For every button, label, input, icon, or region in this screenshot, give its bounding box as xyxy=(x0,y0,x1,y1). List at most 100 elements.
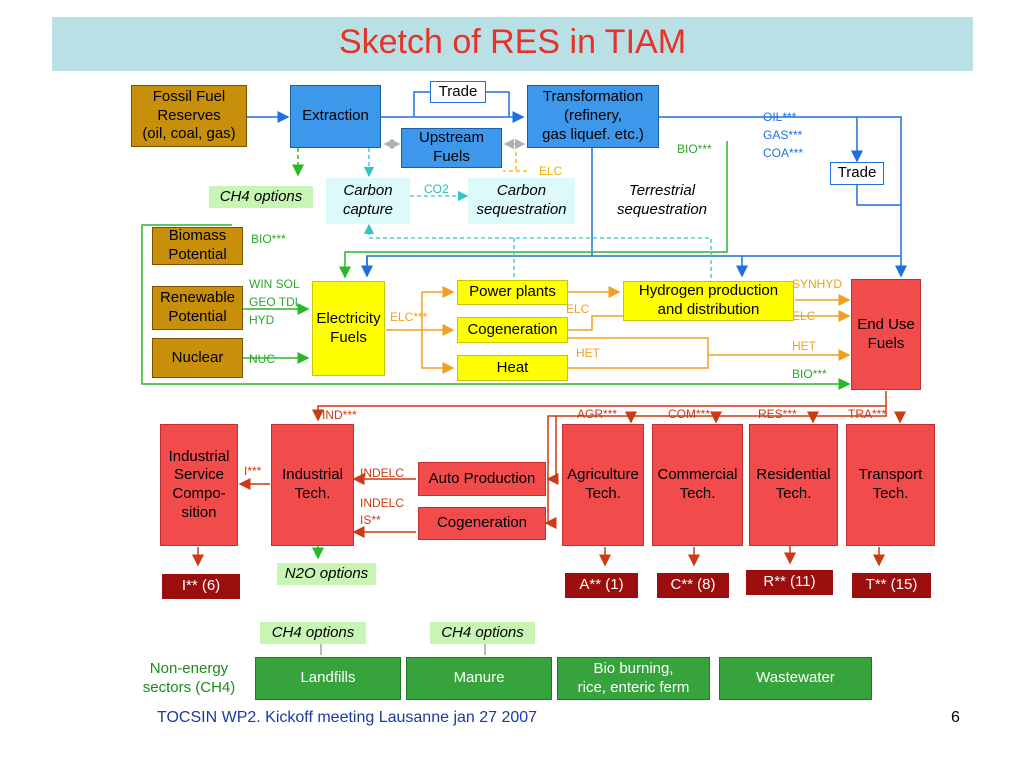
box-line: (oil, coal, gas) xyxy=(142,125,236,143)
box-line: sition xyxy=(181,503,217,521)
box-line: Commercial xyxy=(657,466,738,484)
box-line: and distribution xyxy=(657,301,760,318)
transformation-box: Transformation (refinery, gas liquef. et… xyxy=(527,85,659,148)
flow-label-coa: COA*** xyxy=(763,146,804,160)
upstream-fuels-box: Upstream Fuels xyxy=(401,128,502,168)
flow-label-res: RES*** xyxy=(758,407,797,421)
flow-label-gas: GAS*** xyxy=(763,128,803,142)
flow-label-het-end: HET xyxy=(792,339,816,353)
flow-label-geo-tdl: GEO TDL xyxy=(249,295,302,309)
box-line: R** (11) xyxy=(763,573,816,591)
box-line: Reserves xyxy=(157,106,221,124)
heat-box: Heat xyxy=(457,355,568,381)
box-line: CH4 options xyxy=(441,623,524,641)
flow-label-bio-transform: BIO*** xyxy=(677,142,712,156)
box-line: gas liquef. etc.) xyxy=(542,125,644,143)
box-line: Renewable xyxy=(159,289,236,307)
page-title: Sketch of RES in TIAM xyxy=(338,23,687,61)
box-line: Trade xyxy=(837,164,877,182)
flow-label-agr: AGR*** xyxy=(577,407,618,421)
electricity-fuels-box: Electricity Fuels xyxy=(312,281,385,376)
renewable-potential-box: Renewable Potential xyxy=(152,286,243,330)
flow-label-tra: TRA*** xyxy=(848,407,887,421)
flow-label-het-mid: HET xyxy=(576,346,600,360)
biomass-potential-box: Biomass Potential xyxy=(152,227,243,265)
trade-right-box: Trade xyxy=(830,162,884,185)
carbon-sequestration-box: Carbon sequestration xyxy=(468,178,575,224)
flow-label-synhyd: SYNHYD xyxy=(792,277,843,291)
cogeneration-top-box: Cogeneration xyxy=(457,317,568,343)
end-use-fuels-box: End Use Fuels xyxy=(851,279,921,390)
box-line: Industrial xyxy=(282,466,343,484)
flow-label-hyd: HYD xyxy=(249,313,275,327)
flow-label-indelc-1: INDELC xyxy=(360,466,405,480)
flow-label-bio-biomass: BIO*** xyxy=(251,232,286,246)
box-line: Fuels xyxy=(433,148,470,165)
flow-label-com: COM*** xyxy=(668,407,711,421)
cogeneration-bottom-box: Cogeneration xyxy=(418,507,546,540)
landfills-box: Landfills xyxy=(255,657,401,700)
output-a-box: A** (1) xyxy=(565,573,638,598)
auto-production-box: Auto Production xyxy=(418,462,546,496)
box-line: (refinery, xyxy=(563,107,623,125)
box-line: Cogeneration xyxy=(436,514,528,532)
ch4-options-manure: CH4 options xyxy=(430,622,535,644)
box-line: Heat xyxy=(496,358,529,376)
flow-label-ind: IND*** xyxy=(322,408,357,422)
box-line: Landfills xyxy=(300,669,356,687)
box-line: sectors (CH4) xyxy=(142,679,236,696)
output-t-box: T** (15) xyxy=(852,573,931,598)
box-line: Carbon xyxy=(496,182,547,200)
nuclear-box: Nuclear xyxy=(152,338,243,378)
bio-burning-box: Bio burning, rice, enteric ferm xyxy=(557,657,710,700)
flow-label-win-sol: WIN SOL xyxy=(249,277,300,291)
wastewater-box: Wastewater xyxy=(719,657,872,700)
box-line: capture xyxy=(342,201,394,218)
power-plants-box: Power plants xyxy=(457,280,568,305)
page-number: 6 xyxy=(951,709,960,726)
flow-label-bio-end: BIO*** xyxy=(792,367,827,381)
box-line: Extraction xyxy=(302,107,369,125)
box-line: Tech. xyxy=(294,485,331,502)
box-line: Biomass xyxy=(168,227,227,245)
box-line: CH4 options xyxy=(219,187,303,205)
box-line: Fuels xyxy=(330,328,367,346)
industrial-service-composition-box: Industrial Service Compo- sition xyxy=(160,424,238,546)
box-line: Tech. xyxy=(585,485,621,502)
agriculture-tech-box: Agriculture Tech. xyxy=(562,424,644,546)
box-line: N2O options xyxy=(284,564,369,582)
box-line: C** (8) xyxy=(670,576,716,594)
box-line: Auto Production xyxy=(428,469,536,487)
flow-label-elc-upstream: ELC xyxy=(539,164,563,178)
flow-label-is: IS** xyxy=(360,513,381,527)
flow-label-i-star: I*** xyxy=(244,464,262,478)
box-line: Transformation xyxy=(542,88,644,106)
box-line: Agriculture xyxy=(567,466,639,484)
box-line: Trade xyxy=(438,82,478,100)
flow-label-nuc: NUC xyxy=(249,352,275,366)
fossil-fuel-reserves-box: Fossil Fuel Reserves (oil, coal, gas) xyxy=(131,85,247,147)
hydrogen-production-box: Hydrogen production and distribution xyxy=(623,281,794,321)
carbon-capture-box: Carbon capture xyxy=(326,178,410,224)
box-line: Tech. xyxy=(679,485,716,502)
ch4-options-top: CH4 options xyxy=(209,186,313,208)
box-line: End Use xyxy=(857,315,915,333)
output-c-box: C** (8) xyxy=(657,573,729,598)
flow-label-elc-star: ELC*** xyxy=(390,310,428,324)
box-line: Non-energy xyxy=(149,660,229,678)
box-line: rice, enteric ferm xyxy=(577,678,690,696)
box-line: Transport xyxy=(858,466,923,484)
box-line: Fuels xyxy=(867,334,905,352)
box-line: Wastewater xyxy=(756,669,835,687)
box-line: A** (1) xyxy=(579,576,624,594)
box-line: Industrial xyxy=(168,447,230,465)
box-line: Electricity xyxy=(316,309,381,327)
box-line: Manure xyxy=(453,669,505,687)
box-line: Potential xyxy=(168,308,227,325)
flow-label-indelc-2: INDELC xyxy=(360,496,405,510)
box-line: Potential xyxy=(168,246,227,263)
extraction-box: Extraction xyxy=(290,85,381,148)
box-line: Fossil Fuel xyxy=(152,87,226,105)
industrial-tech-box: Industrial Tech. xyxy=(271,424,354,546)
flow-label-oil: OIL*** xyxy=(763,110,797,124)
